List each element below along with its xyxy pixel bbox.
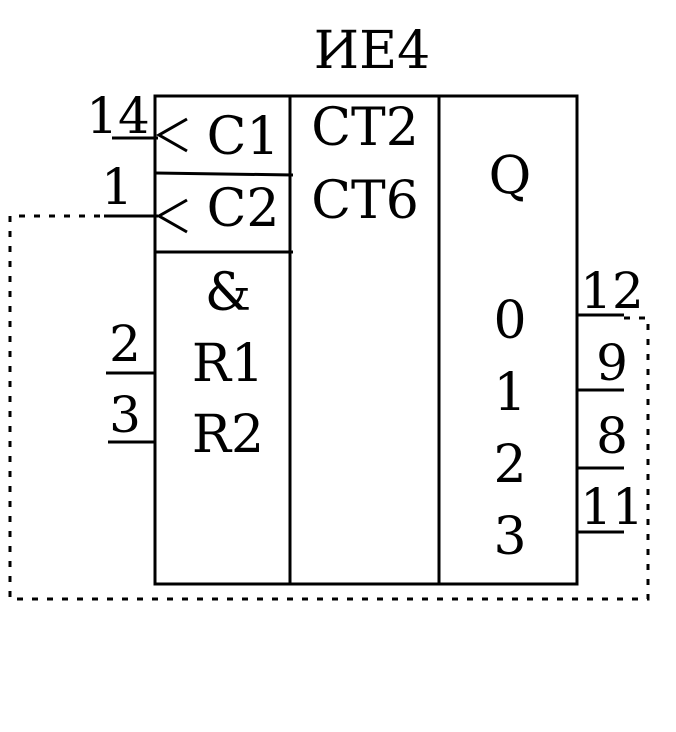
c1-c2-divider xyxy=(154,171,294,177)
output-bit-2: 2 xyxy=(493,435,526,495)
chip-title: ИЕ4 xyxy=(314,21,430,81)
output-bit-3: 3 xyxy=(493,507,526,567)
pin-number-q1: 9 xyxy=(596,334,628,392)
and-symbol: & xyxy=(205,263,251,323)
c2-dynamic-input-icon xyxy=(155,198,188,234)
pin-number-q3: 11 xyxy=(580,478,644,536)
output-bit-1: 1 xyxy=(493,363,526,423)
r2-label: R2 xyxy=(192,405,264,465)
chip-body xyxy=(153,94,579,586)
r1-label: R1 xyxy=(192,334,264,394)
output-header-q: Q xyxy=(489,146,532,206)
pin-number-c2: 1 xyxy=(101,158,133,216)
pin-number-r1: 2 xyxy=(109,315,141,373)
pin-number-q0: 12 xyxy=(580,262,644,320)
pin-number-r2: 3 xyxy=(109,386,141,444)
pin-number-q2: 8 xyxy=(596,407,628,465)
feedback-connection xyxy=(8,214,650,601)
function-ct2: CT2 xyxy=(311,98,419,158)
c2-label: C2 xyxy=(207,179,280,239)
c1-dynamic-input-icon xyxy=(155,117,188,153)
c1-label: C1 xyxy=(207,107,280,167)
function-ct6: CT6 xyxy=(311,171,419,231)
output-bit-0: 0 xyxy=(493,291,526,351)
pin-number-c1: 14 xyxy=(86,87,150,145)
